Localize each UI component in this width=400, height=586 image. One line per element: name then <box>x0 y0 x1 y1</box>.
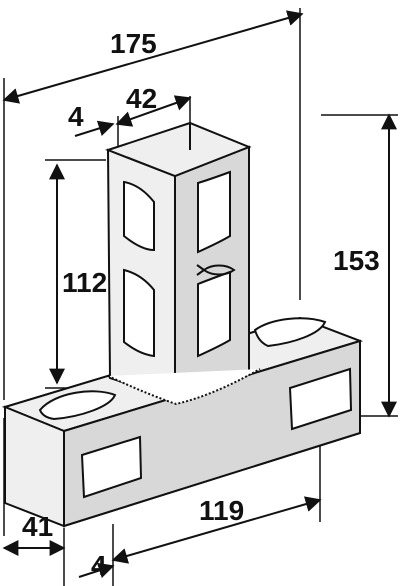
dimension-line-upright-thickness <box>74 120 115 137</box>
upright-height-label: 112 <box>62 267 107 298</box>
dimension-line-overall-width <box>2 10 304 104</box>
base-front-slot-right <box>288 367 353 431</box>
dimension-line-base-thickness <box>78 562 115 579</box>
upright-side-slot-top <box>197 170 231 254</box>
base-length-label: 119 <box>199 495 244 526</box>
upright-width-label: 42 <box>126 83 157 114</box>
upright-front-slot-top <box>123 180 155 252</box>
upright-front-slot-bottom <box>123 268 155 358</box>
upright-top-face <box>105 121 252 178</box>
upright-side-slot-bottom <box>197 270 231 358</box>
fish-tail-icon <box>196 269 205 276</box>
overall-width-label: 175 <box>110 28 157 59</box>
dimension-line-base-length <box>111 496 322 564</box>
weld-bead <box>107 368 261 406</box>
base-front-slot-left <box>80 435 143 499</box>
overall-height-label: 153 <box>333 245 380 276</box>
dimension-line-upright-width <box>115 95 192 127</box>
upright-thickness-label: 4 <box>68 101 84 132</box>
base-top-slot-right <box>253 317 327 348</box>
base-top-slot-left <box>38 390 117 421</box>
base-thickness-label: 4 <box>91 550 107 581</box>
base-end-face <box>4 405 65 528</box>
base-height-label: 41 <box>22 511 53 542</box>
upright-front-face <box>106 148 176 401</box>
fish-icon <box>202 264 236 276</box>
fish-tail-icon <box>196 264 205 271</box>
